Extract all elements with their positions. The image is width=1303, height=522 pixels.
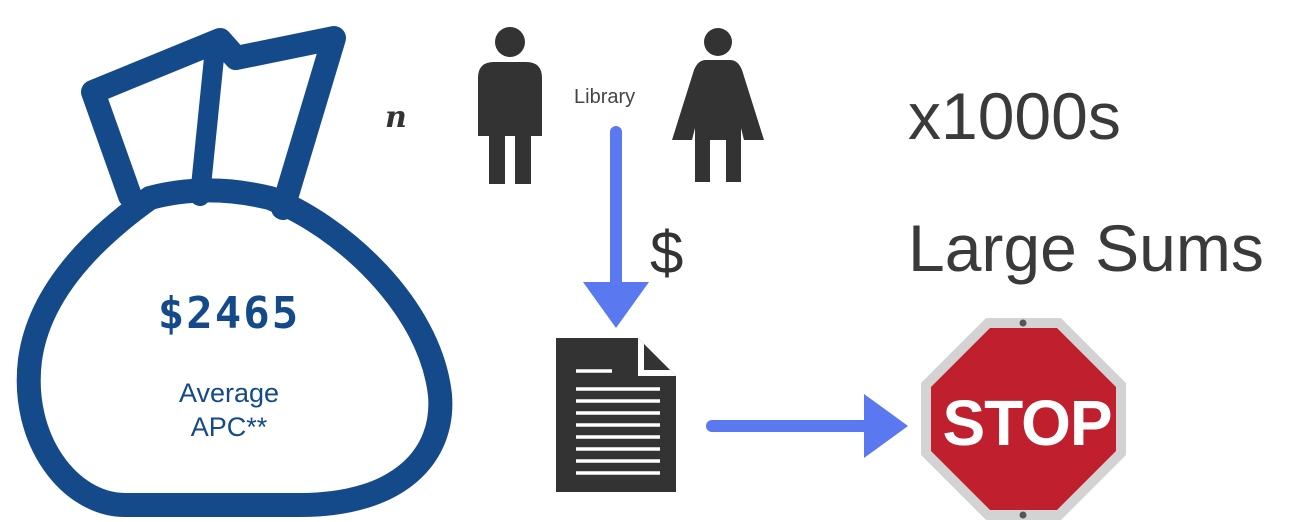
money-bag-icon [16, 26, 453, 517]
average-apc-caption: Average APC** [118, 376, 340, 444]
man-icon [478, 27, 542, 184]
stop-sign-text: STOP [942, 387, 1112, 459]
x1000s-label: x1000s [908, 79, 1121, 153]
caption-line-average: Average [178, 378, 280, 408]
large-sums-label: Large Sums [908, 211, 1264, 285]
document-icon [556, 338, 676, 492]
average-apc-amount: $2465 [157, 288, 301, 339]
caption-line-apc: APC** [190, 412, 268, 442]
right-arrow-icon [706, 394, 908, 458]
library-label: Library [574, 86, 636, 108]
stop-sign-icon [921, 318, 1126, 520]
n-label: n [385, 100, 407, 135]
down-arrow-icon [583, 126, 649, 328]
dollar-label: $ [650, 219, 684, 286]
woman-icon [672, 28, 764, 182]
